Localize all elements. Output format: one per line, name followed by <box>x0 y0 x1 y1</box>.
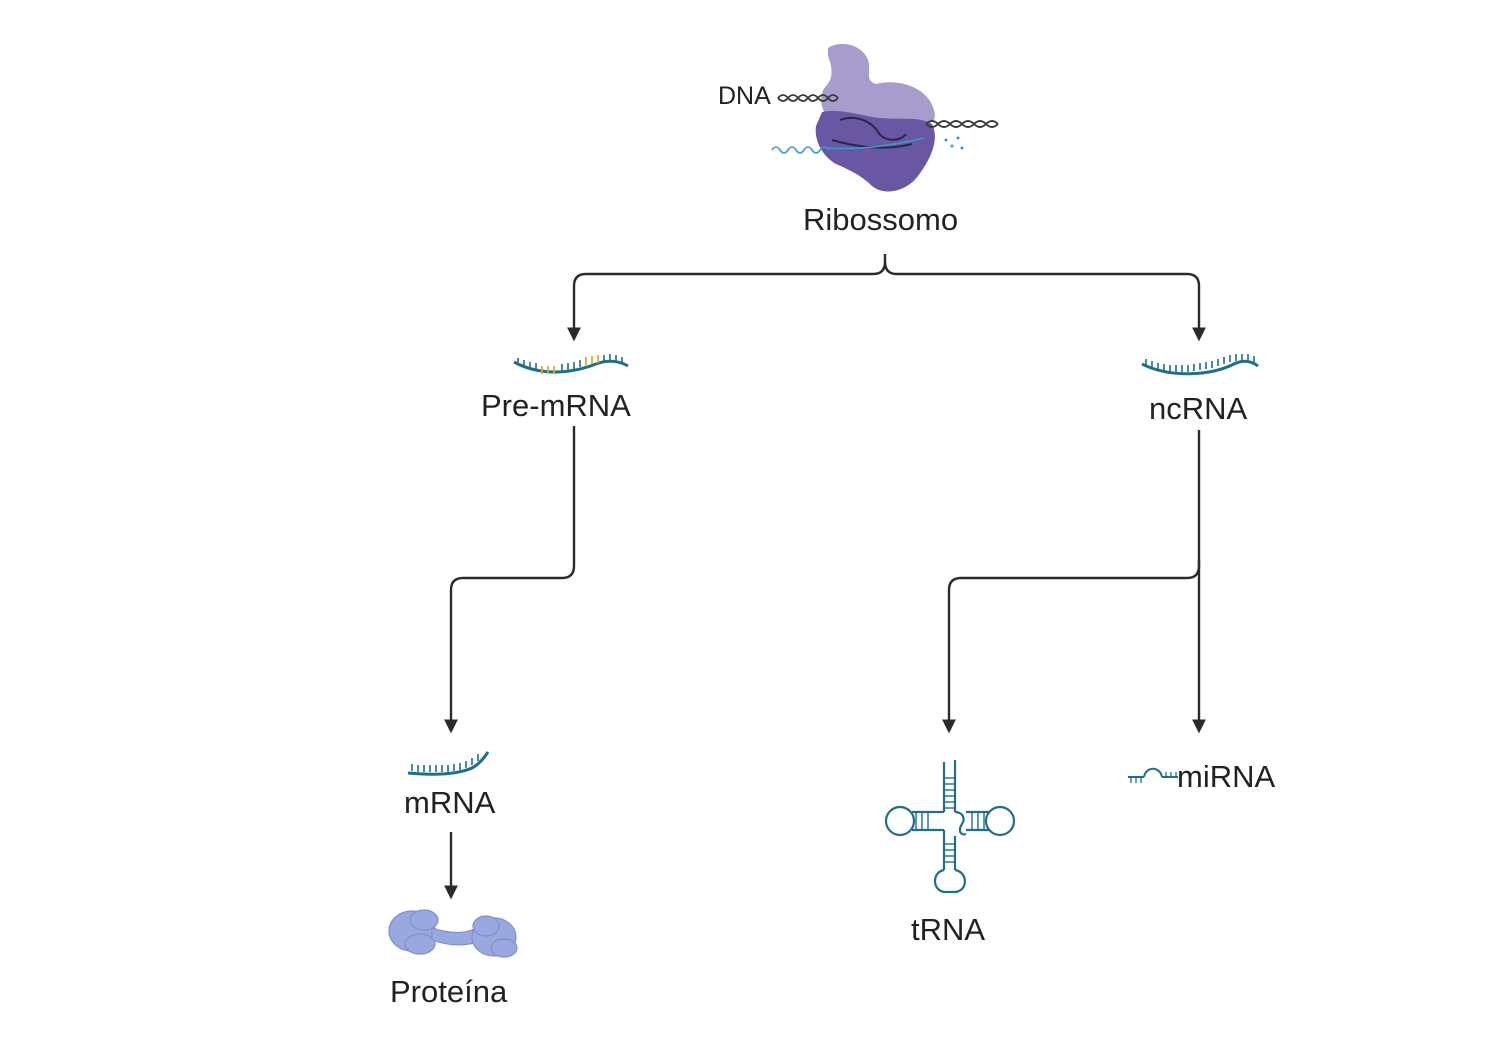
protein-label: Proteína <box>390 974 508 1009</box>
ribosome-icon <box>771 44 964 192</box>
mirna-icon <box>1128 767 1178 783</box>
pre-mrna-label: Pre-mRNA <box>481 388 631 423</box>
protein-icon <box>388 909 518 958</box>
trna-label: tRNA <box>911 912 986 947</box>
arrow-premrna-to-mrna <box>444 426 576 734</box>
pre-mrna-icon <box>513 354 629 374</box>
mrna-label: mRNA <box>404 785 496 820</box>
mrna-icon <box>407 751 490 776</box>
branch-arrow-ribosome <box>567 254 1206 342</box>
ncrna-icon <box>1141 354 1259 376</box>
ribosome-label: Ribossomo <box>803 202 959 237</box>
ncrna-label: ncRNA <box>1149 391 1248 426</box>
dna-label: DNA <box>718 82 771 110</box>
trna-icon <box>884 760 1016 894</box>
arrow-ncrna-to-trna <box>942 430 1201 734</box>
mirna-label: miRNA <box>1177 759 1276 794</box>
dna-helix-icon <box>777 94 999 128</box>
